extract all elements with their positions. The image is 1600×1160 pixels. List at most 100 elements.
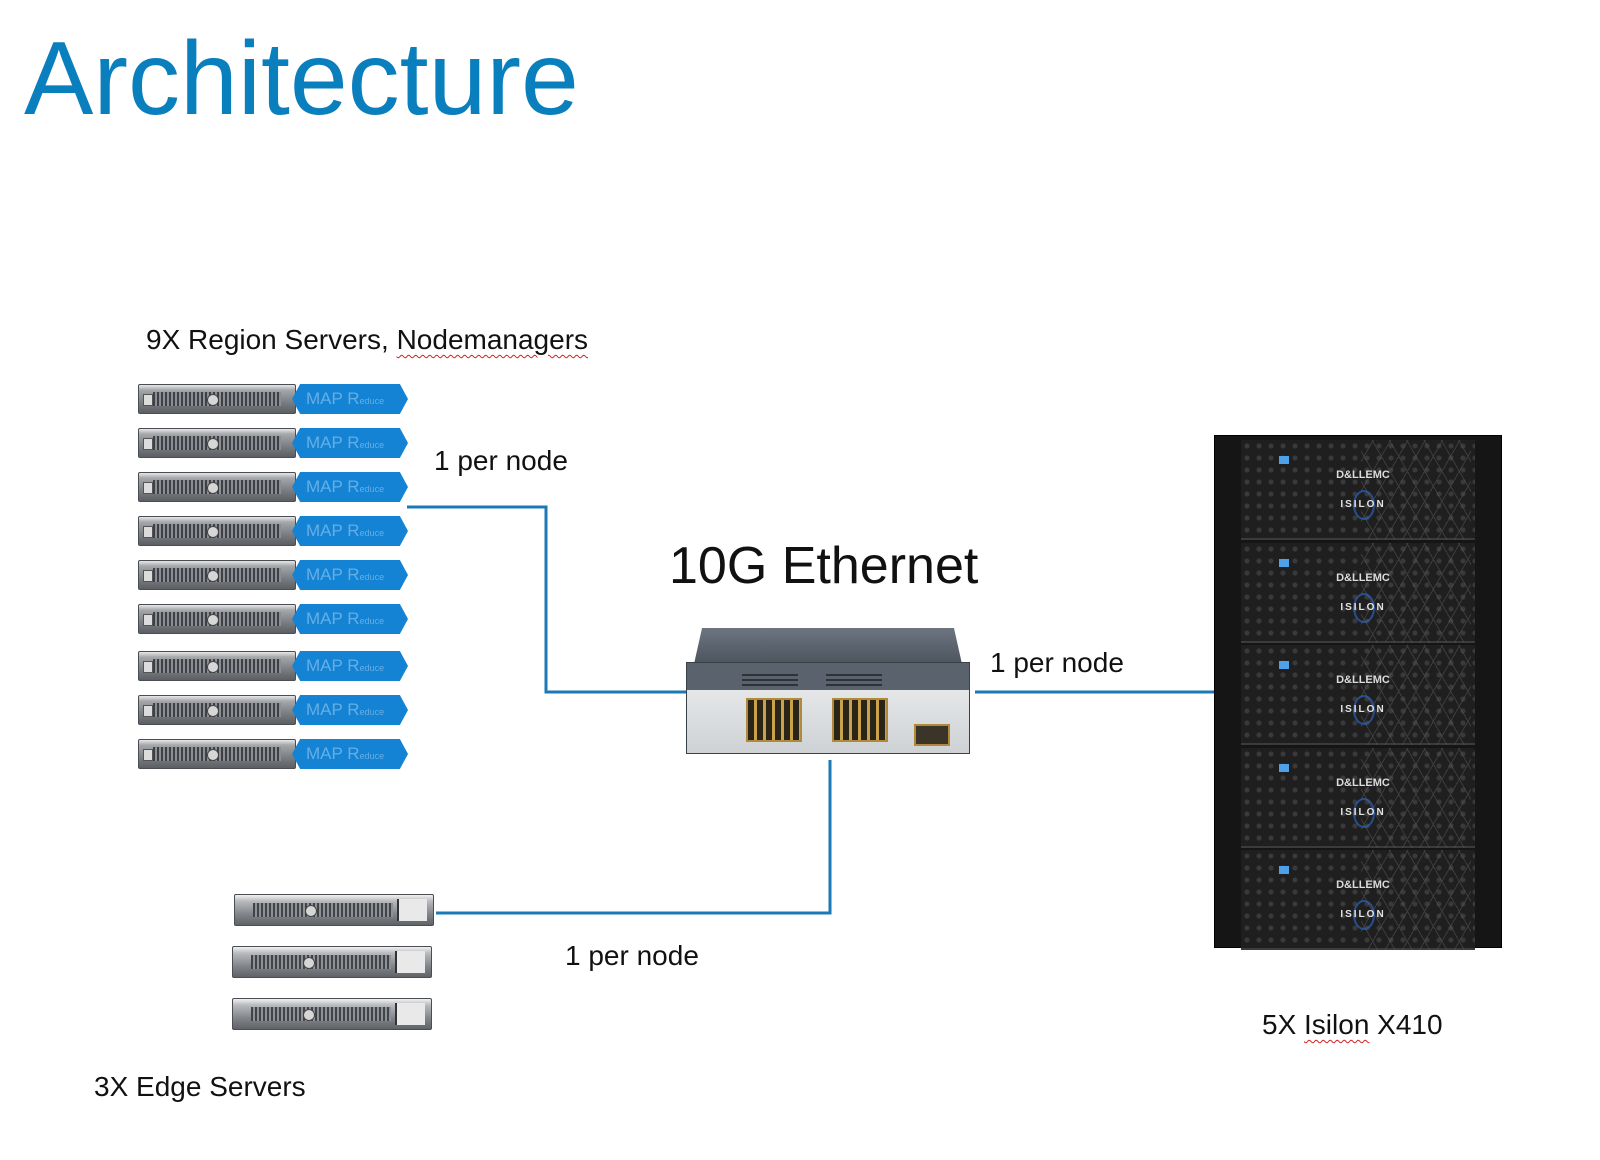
hex-pattern: [1361, 747, 1471, 848]
mapr-badge: MAP Reduce: [292, 651, 408, 681]
region-link: [407, 505, 686, 694]
server-knob: [207, 394, 219, 406]
mapr-badge: MAP Reduce: [292, 516, 408, 546]
page-title: Architecture: [24, 21, 579, 137]
mapr-badge-small: educe: [359, 440, 385, 450]
server-knob: [207, 614, 219, 626]
edge-server-unit: [232, 998, 432, 1030]
hex-pattern: [1361, 440, 1471, 540]
isilon-node-brand: D&LLEMC: [1336, 776, 1390, 789]
isilon-node-product: ISILON: [1340, 909, 1386, 920]
isilon-node: D&LLEMC ISILON: [1241, 645, 1475, 745]
mapr-badge-main: MAP R: [306, 521, 360, 540]
hex-pattern: [1361, 850, 1471, 950]
region-server-unit: [138, 604, 296, 634]
mapr-badge: MAP Reduce: [292, 384, 408, 414]
server-knob: [207, 705, 219, 717]
edge-link: [436, 760, 832, 915]
isilon-label-underlined: Isilon: [1304, 1009, 1370, 1040]
server-knob: [207, 438, 219, 450]
hex-pattern: [1361, 645, 1471, 745]
region-server-unit: [138, 695, 296, 725]
region-servers-label-prefix: 9X Region Servers,: [146, 324, 397, 355]
region-server-unit: [138, 560, 296, 590]
mapr-badge-small: educe: [359, 616, 385, 626]
region-servers-label-underlined: Nodemanagers: [396, 324, 589, 355]
switch-ports: [832, 698, 888, 742]
network-switch: [686, 628, 970, 754]
isilon-node-brand: D&LLEMC: [1336, 469, 1390, 481]
isilon-label-prefix: 5X: [1262, 1009, 1305, 1040]
hex-pattern: [1361, 542, 1471, 643]
mapr-badge-main: MAP R: [306, 656, 360, 675]
isilon-link-label: 1 per node: [990, 647, 1124, 678]
isilon-logo-icon: [1353, 695, 1375, 725]
mapr-badge-main: MAP R: [306, 744, 360, 763]
edge-servers-label: 3X Edge Servers: [94, 1071, 306, 1102]
mapr-badge-main: MAP R: [306, 389, 360, 408]
mapr-badge-main: MAP R: [306, 609, 360, 628]
mapr-badge-main: MAP R: [306, 433, 360, 452]
switch-ports: [746, 698, 802, 742]
isilon-node-product: ISILON: [1340, 704, 1386, 715]
server-knob: [305, 905, 317, 917]
isilon-node-product: ISILON: [1340, 601, 1386, 613]
isilon-node: D&LLEMC ISILON: [1241, 850, 1475, 950]
mapr-badge: MAP Reduce: [292, 428, 408, 458]
isilon-node-product: ISILON: [1340, 499, 1386, 510]
mapr-badge-main: MAP R: [306, 565, 360, 584]
edge-link-label: 1 per node: [565, 940, 699, 971]
mapr-badge: MAP Reduce: [292, 604, 408, 634]
region-server-unit: [138, 472, 296, 502]
isilon-label-suffix: X410: [1369, 1009, 1443, 1040]
mapr-badge: MAP Reduce: [292, 739, 408, 769]
mapr-badge-small: educe: [359, 484, 385, 494]
mapr-badge-small: educe: [359, 707, 385, 717]
status-led-icon: [1279, 456, 1289, 464]
edge-server-unit: [234, 894, 434, 926]
mapr-badge-small: educe: [359, 663, 385, 673]
server-knob: [207, 570, 219, 582]
mapr-badge-main: MAP R: [306, 700, 360, 719]
mapr-badge: MAP Reduce: [292, 695, 408, 725]
switch-label: 10G Ethernet: [669, 537, 979, 595]
mapr-badge-small: educe: [359, 528, 385, 538]
region-server-unit: [138, 428, 296, 458]
mapr-badge-small: educe: [359, 572, 385, 582]
region-servers-label: 9X Region Servers, Nodemanagers: [146, 326, 588, 354]
server-knob: [207, 749, 219, 761]
switch-vents: [826, 672, 882, 686]
isilon-node-product: ISILON: [1340, 806, 1386, 818]
status-led-icon: [1279, 763, 1289, 772]
edge-servers-stack: [232, 894, 436, 1034]
server-knob: [303, 1009, 315, 1021]
isilon-logo-icon: [1353, 490, 1375, 520]
region-server-unit: [138, 651, 296, 681]
isilon-node-brand: D&LLEMC: [1336, 879, 1390, 891]
mapr-badge-small: educe: [359, 751, 385, 761]
mapr-badge: MAP Reduce: [292, 560, 408, 590]
status-led-icon: [1279, 558, 1289, 567]
status-led-icon: [1279, 661, 1289, 669]
isilon-node-brand: D&LLEMC: [1336, 571, 1390, 584]
region-server-unit: [138, 516, 296, 546]
switch-sfp-ports: [914, 724, 950, 746]
isilon-label: 5X Isilon X410: [1262, 1011, 1443, 1039]
isilon-logo-icon: [1353, 797, 1375, 828]
mapr-badge-main: MAP R: [306, 477, 360, 496]
mapr-badge-small: educe: [359, 396, 385, 406]
isilon-node-brand: D&LLEMC: [1336, 674, 1390, 686]
isilon-node: D&LLEMC ISILON: [1241, 542, 1475, 643]
region-link-label: 1 per node: [434, 445, 568, 476]
mapr-badge: MAP Reduce: [292, 472, 408, 502]
server-knob: [207, 661, 219, 673]
edge-server-unit: [232, 946, 432, 978]
server-knob: [303, 957, 315, 969]
isilon-logo-icon: [1353, 900, 1375, 930]
switch-vents: [742, 672, 798, 686]
isilon-node: D&LLEMC ISILON: [1241, 747, 1475, 848]
switch-top: [694, 628, 962, 664]
